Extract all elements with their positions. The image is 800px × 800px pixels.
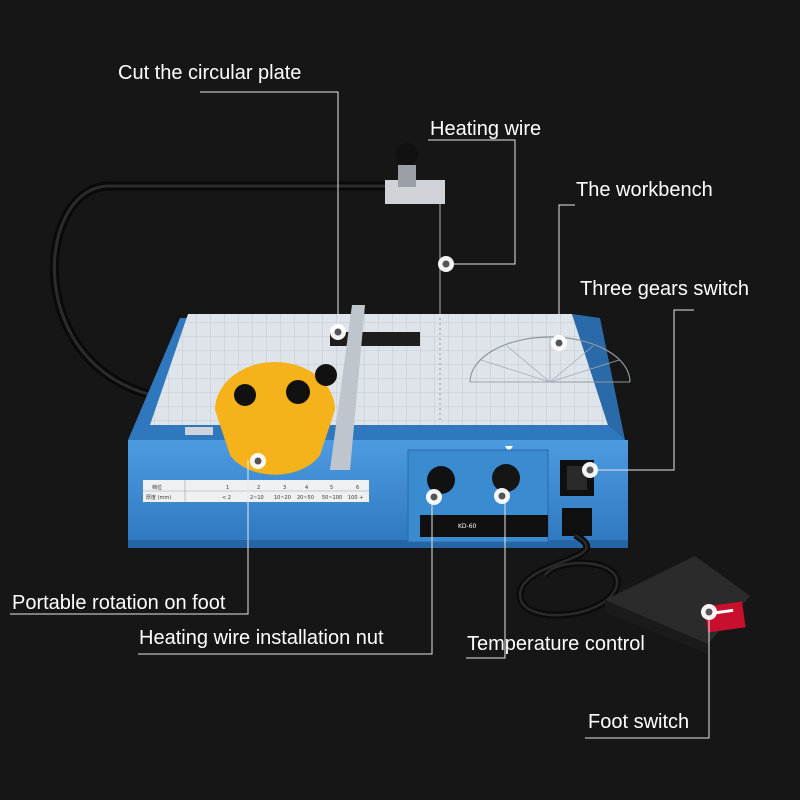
scale-ranges: < 2 2~10 10~20 20~50 50~100 100 + <box>222 495 363 501</box>
scale-numbers: 1 2 3 4 5 6 <box>226 485 359 491</box>
scale-number: 6 <box>356 485 359 491</box>
scale-number: 4 <box>305 485 308 491</box>
scale-range: 50~100 <box>322 495 342 501</box>
scale-range: 20~50 <box>297 495 314 501</box>
temperature-dial <box>492 464 520 492</box>
dot-three-gears <box>582 462 598 478</box>
leader-heating-wire <box>428 139 516 265</box>
scale-header-thickness: 厚度 (mm) <box>146 494 171 501</box>
leader-temperature-control <box>466 496 506 659</box>
label-installation-nut: Heating wire installation nut <box>139 627 384 649</box>
label-heating-wire: Heating wire <box>430 118 542 140</box>
scale-number: 2 <box>257 485 260 491</box>
dot-installation-nut <box>426 489 442 505</box>
scale-number: 5 <box>330 485 333 491</box>
scale-range: 2~10 <box>250 495 264 501</box>
leader-lines <box>10 91 710 739</box>
leader-foot-switch <box>585 612 710 739</box>
leader-three-gears <box>596 309 694 471</box>
scale-range: 10~20 <box>274 495 291 501</box>
dot-cut-circular-plate <box>330 324 346 340</box>
machine-body <box>128 305 631 548</box>
label-temperature-control: Temperature control <box>467 633 645 655</box>
dot-foot-switch <box>701 604 717 620</box>
leader-portable-rotation <box>10 460 249 615</box>
label-workbench: The workbench <box>576 179 713 201</box>
dot-workbench <box>551 335 567 351</box>
indicator-dots <box>250 256 717 620</box>
spec-plate <box>420 515 548 537</box>
leader-workbench <box>558 204 575 340</box>
label-portable-rotation: Portable rotation on foot <box>12 592 226 614</box>
wire-arm <box>49 143 445 405</box>
dot-heating-wire <box>438 256 454 272</box>
label-foot-switch: Foot switch <box>588 711 690 733</box>
label-three-gears-switch: Three gears switch <box>580 278 749 300</box>
leader-cut-circular-plate <box>200 91 339 328</box>
dot-portable-rotation <box>250 453 266 469</box>
scale-range: < 2 <box>222 495 231 501</box>
power-knob <box>427 466 455 494</box>
scale-header-gear: 档位 <box>152 484 162 491</box>
scale-number: 3 <box>283 485 286 491</box>
scale-range: 100 + <box>348 495 363 501</box>
tension-knob <box>396 143 418 165</box>
dot-temperature-control <box>494 488 510 504</box>
scale-number: 1 <box>226 485 229 491</box>
foot-pedal-assembly <box>516 531 750 654</box>
label-cut-circular-plate: Cut the circular plate <box>118 62 302 84</box>
leader-installation-nut <box>138 497 433 655</box>
model-number: KD-60 <box>458 523 477 530</box>
power-socket <box>562 508 592 536</box>
